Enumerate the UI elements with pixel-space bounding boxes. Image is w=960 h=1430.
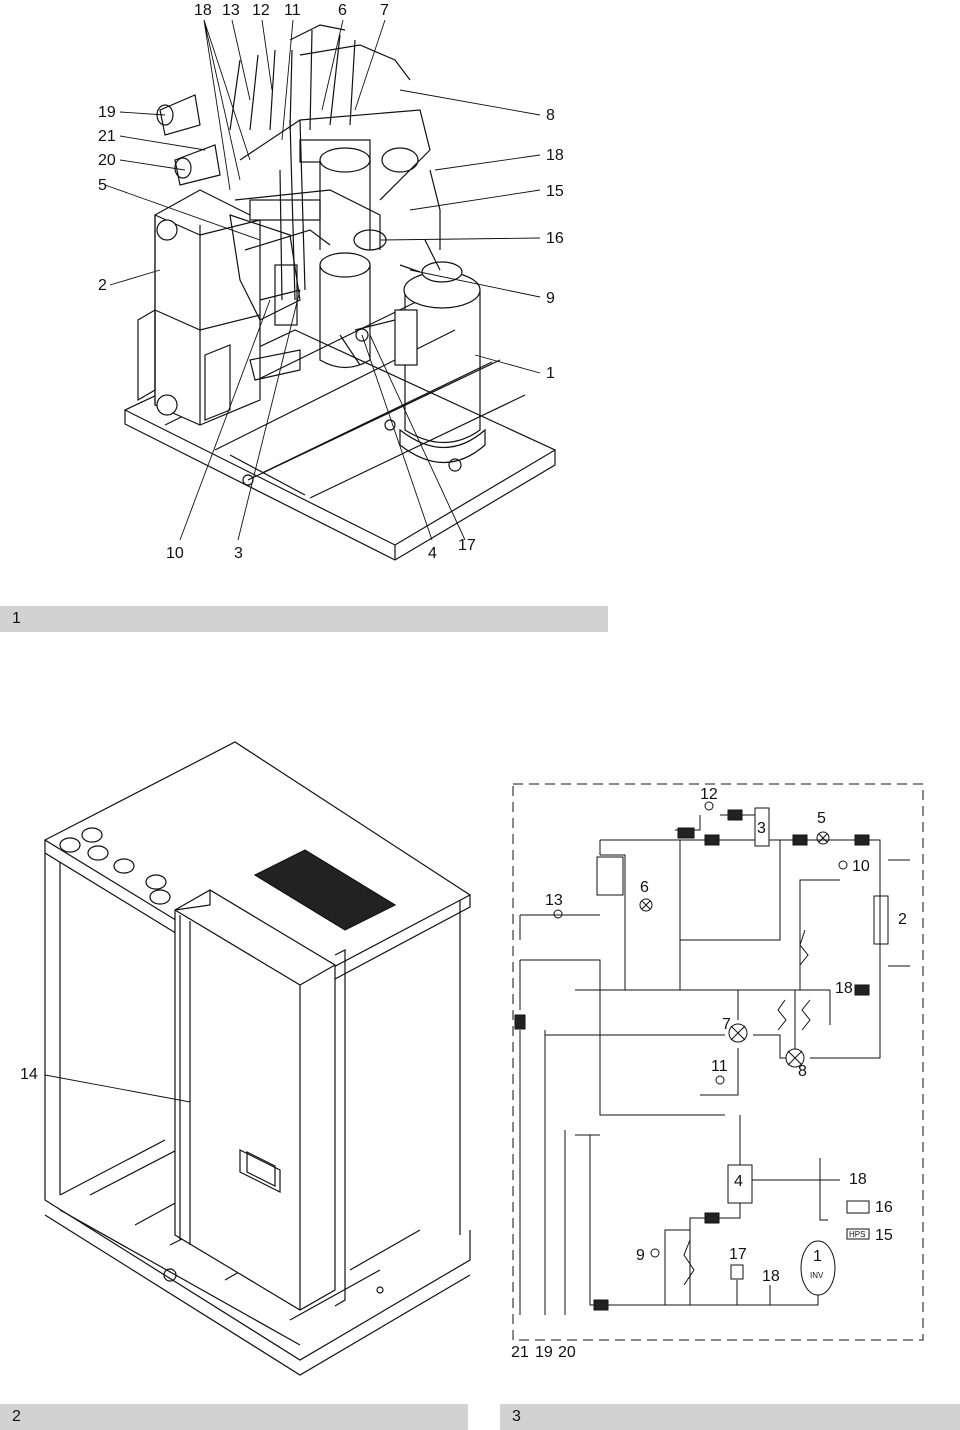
schem-callout-9: 9 bbox=[636, 1247, 645, 1264]
schematic-boundary bbox=[512, 783, 924, 1341]
callout-14: 14 bbox=[20, 1066, 38, 1083]
callout-15: 15 bbox=[546, 183, 564, 200]
top-grille bbox=[253, 849, 397, 931]
callout-10: 10 bbox=[166, 545, 184, 562]
schem-callout-13: 13 bbox=[545, 892, 563, 909]
callout-1: 1 bbox=[546, 365, 555, 382]
schem-callout-3: 3 bbox=[757, 820, 766, 837]
hps-symbol-label: HPS bbox=[849, 1230, 865, 1239]
callout-12: 12 bbox=[252, 2, 270, 19]
callout-11: 11 bbox=[284, 2, 301, 19]
compressor-3 bbox=[319, 147, 371, 369]
schem-callout-19: 19 bbox=[535, 1344, 553, 1361]
callout-17: 17 bbox=[458, 537, 476, 554]
compressor-1 bbox=[394, 239, 486, 463]
callout-20: 20 bbox=[98, 152, 116, 169]
side-cabinet bbox=[174, 889, 336, 1311]
callout-9: 9 bbox=[546, 290, 555, 307]
callout-18: 18 bbox=[194, 2, 212, 19]
callout-6: 6 bbox=[338, 2, 347, 19]
figure3-caption: 3 bbox=[512, 1408, 521, 1425]
schem-callout-20: 20 bbox=[558, 1344, 576, 1361]
schem-callout-17: 17 bbox=[729, 1246, 747, 1263]
schem-callout-11: 11 bbox=[711, 1058, 728, 1075]
figure1-illustration: 18 13 12 11 6 7 19 21 20 5 2 8 18 15 16 … bbox=[98, 2, 564, 562]
cabinet-top bbox=[43, 741, 472, 991]
schem-callout-5: 5 bbox=[817, 810, 826, 827]
callout-18-right: 18 bbox=[546, 147, 564, 164]
plate-heat-exchanger bbox=[137, 189, 261, 426]
figure3-caption-bar: 3 bbox=[500, 1404, 960, 1430]
callout-8: 8 bbox=[546, 107, 555, 124]
schem-callout-18-low: 18 bbox=[762, 1268, 780, 1285]
schem-callout-10: 10 bbox=[852, 858, 870, 875]
callout-13: 13 bbox=[222, 2, 240, 19]
callout-2: 2 bbox=[98, 277, 107, 294]
callout-5: 5 bbox=[98, 177, 107, 194]
callout-19: 19 bbox=[98, 104, 116, 121]
inv-symbol-label: INV bbox=[810, 1271, 824, 1280]
schem-callout-18-top: 18 bbox=[835, 980, 853, 997]
schem-callout-18-mid: 18 bbox=[849, 1171, 867, 1188]
figure2-caption: 2 bbox=[12, 1408, 21, 1425]
leader-lines bbox=[104, 19, 541, 541]
callout-7: 7 bbox=[380, 2, 389, 19]
schem-callout-16: 16 bbox=[875, 1199, 893, 1216]
callout-3: 3 bbox=[234, 545, 243, 562]
leader-line-14 bbox=[44, 1074, 191, 1103]
callout-4: 4 bbox=[428, 545, 437, 562]
figure1-caption-bar: 1 bbox=[0, 606, 608, 632]
schem-callout-6: 6 bbox=[640, 879, 649, 896]
schem-callout-15: 15 bbox=[875, 1227, 893, 1244]
schem-callout-8: 8 bbox=[798, 1063, 807, 1080]
schem-callout-2: 2 bbox=[898, 911, 907, 928]
schem-callout-12: 12 bbox=[700, 786, 718, 803]
schem-callout-1: 1 bbox=[813, 1248, 822, 1265]
figure2-caption-bar: 2 bbox=[0, 1404, 468, 1430]
schem-callout-7: 7 bbox=[722, 1016, 731, 1033]
callout-21: 21 bbox=[98, 128, 116, 145]
schem-callout-21: 21 bbox=[511, 1344, 529, 1361]
figure1-caption: 1 bbox=[12, 610, 21, 627]
schem-callout-4: 4 bbox=[734, 1173, 743, 1190]
callout-16: 16 bbox=[546, 230, 564, 247]
